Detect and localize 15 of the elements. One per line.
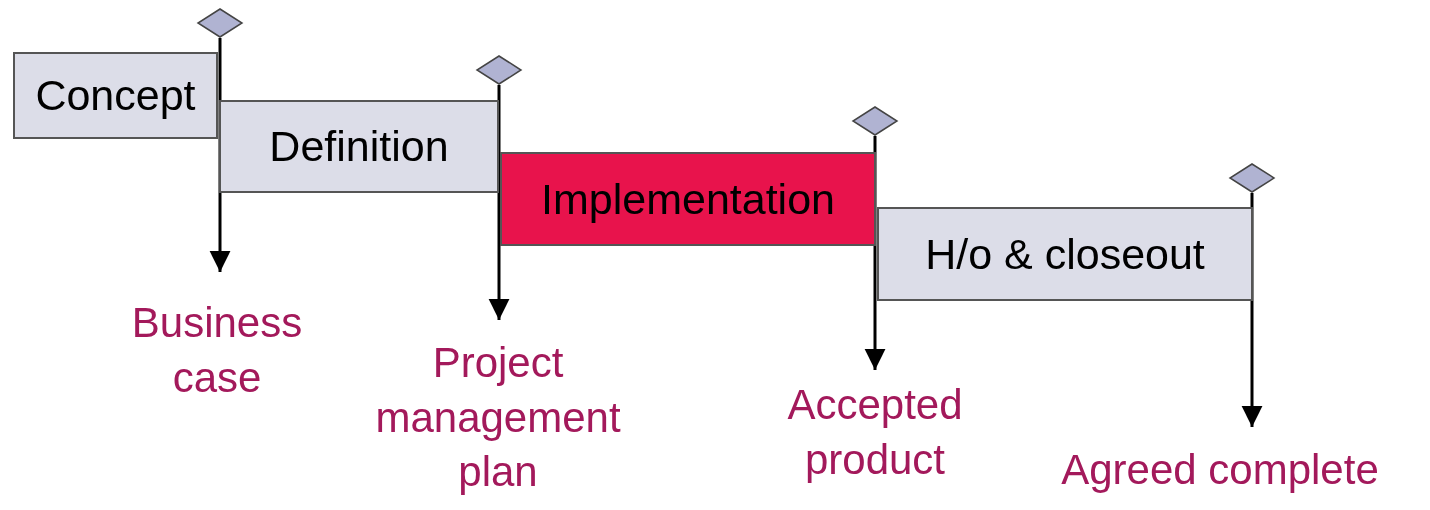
phase-box: H/o & closeout: [877, 207, 1253, 301]
milestone-diamond: [851, 106, 899, 136]
phase-box: Implementation: [500, 152, 876, 246]
milestone-diamond: [1228, 163, 1276, 193]
deliverable-label: Agreed complete: [1061, 446, 1379, 493]
deliverable-label: Project management plan: [375, 339, 621, 496]
phase-box: Concept: [13, 52, 218, 139]
arrow: [1241, 193, 1263, 427]
milestone-diamond: [475, 55, 523, 85]
deliverable-label: Business case: [131, 299, 303, 401]
phase-box: Definition: [219, 100, 499, 193]
arrow: [864, 136, 886, 370]
arrow: [488, 85, 510, 320]
deliverable-label: Accepted product: [787, 381, 963, 483]
milestone-diamond: [196, 8, 244, 38]
